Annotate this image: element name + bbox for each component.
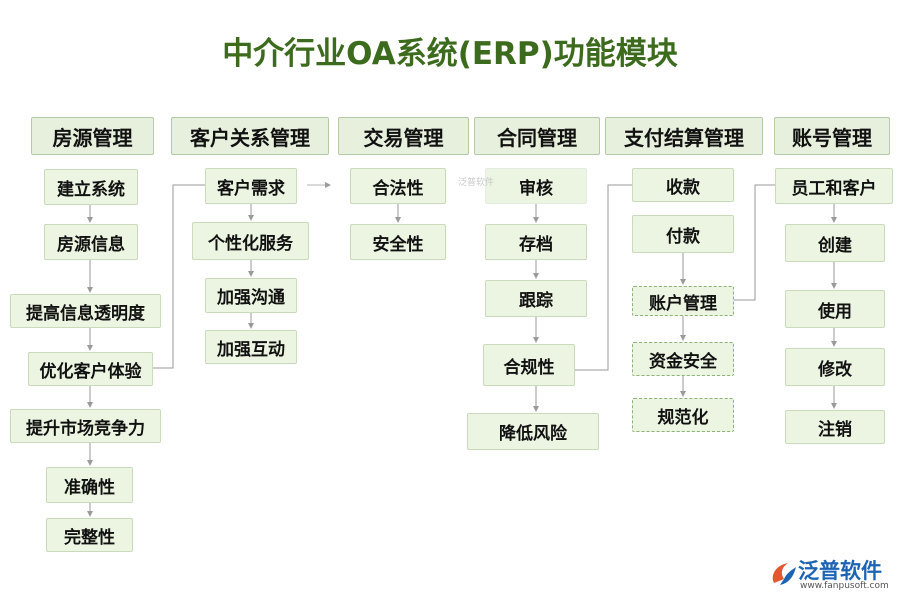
node-create: 创建 [785,224,885,262]
watermark-text: 泛普软件 [458,178,495,188]
node-legality: 合法性 [350,168,446,204]
header-listing-management: 房源管理 [31,117,154,155]
node-fund-security: 资金安全 [632,342,734,376]
brand-logo-name: 泛普软件 [798,559,882,583]
node-review: 审核 [485,168,587,204]
node-personalized-service: 个性化服务 [192,222,309,260]
node-listing-info: 房源信息 [44,224,138,260]
node-make-payment: 付款 [632,215,734,253]
node-enhance-competitiveness: 提升市场竞争力 [10,409,161,443]
node-cancel: 注销 [785,410,885,444]
diagram-title: 中介行业OA系统(ERP)功能模块 [222,36,678,72]
node-use: 使用 [785,290,885,328]
header-customer-relationship-management: 客户关系管理 [171,117,329,155]
node-completeness: 完整性 [46,518,133,552]
header-transaction-management: 交易管理 [338,117,469,155]
node-compliance: 合规性 [483,344,575,386]
node-modify: 修改 [785,348,885,386]
node-security: 安全性 [350,224,446,260]
node-account-management: 账户管理 [632,286,734,316]
header-payment-settlement-management: 支付结算管理 [605,117,763,155]
header-contract-management: 合同管理 [474,117,600,155]
node-improve-transparency: 提高信息透明度 [10,294,161,328]
brand-logo-icon [772,563,796,585]
node-customer-needs: 客户需求 [205,168,297,204]
node-staff-and-customers: 员工和客户 [775,168,893,204]
header-account-management: 账号管理 [774,117,890,155]
node-build-system: 建立系统 [44,169,138,205]
node-receive-payment: 收款 [632,168,734,202]
node-archive: 存档 [485,224,587,260]
node-strengthen-communication: 加强沟通 [205,278,297,313]
node-reduce-risk: 降低风险 [467,413,599,450]
node-tracking: 跟踪 [485,280,587,317]
brand-logo: 泛普软件 www.fanpusoft.com [768,555,893,595]
node-optimize-customer-experience: 优化客户体验 [28,352,153,386]
brand-logo-url: www.fanpusoft.com [800,581,889,591]
node-accuracy: 准确性 [46,467,133,503]
node-standardization: 规范化 [632,398,734,432]
node-strengthen-interaction: 加强互动 [205,330,297,364]
